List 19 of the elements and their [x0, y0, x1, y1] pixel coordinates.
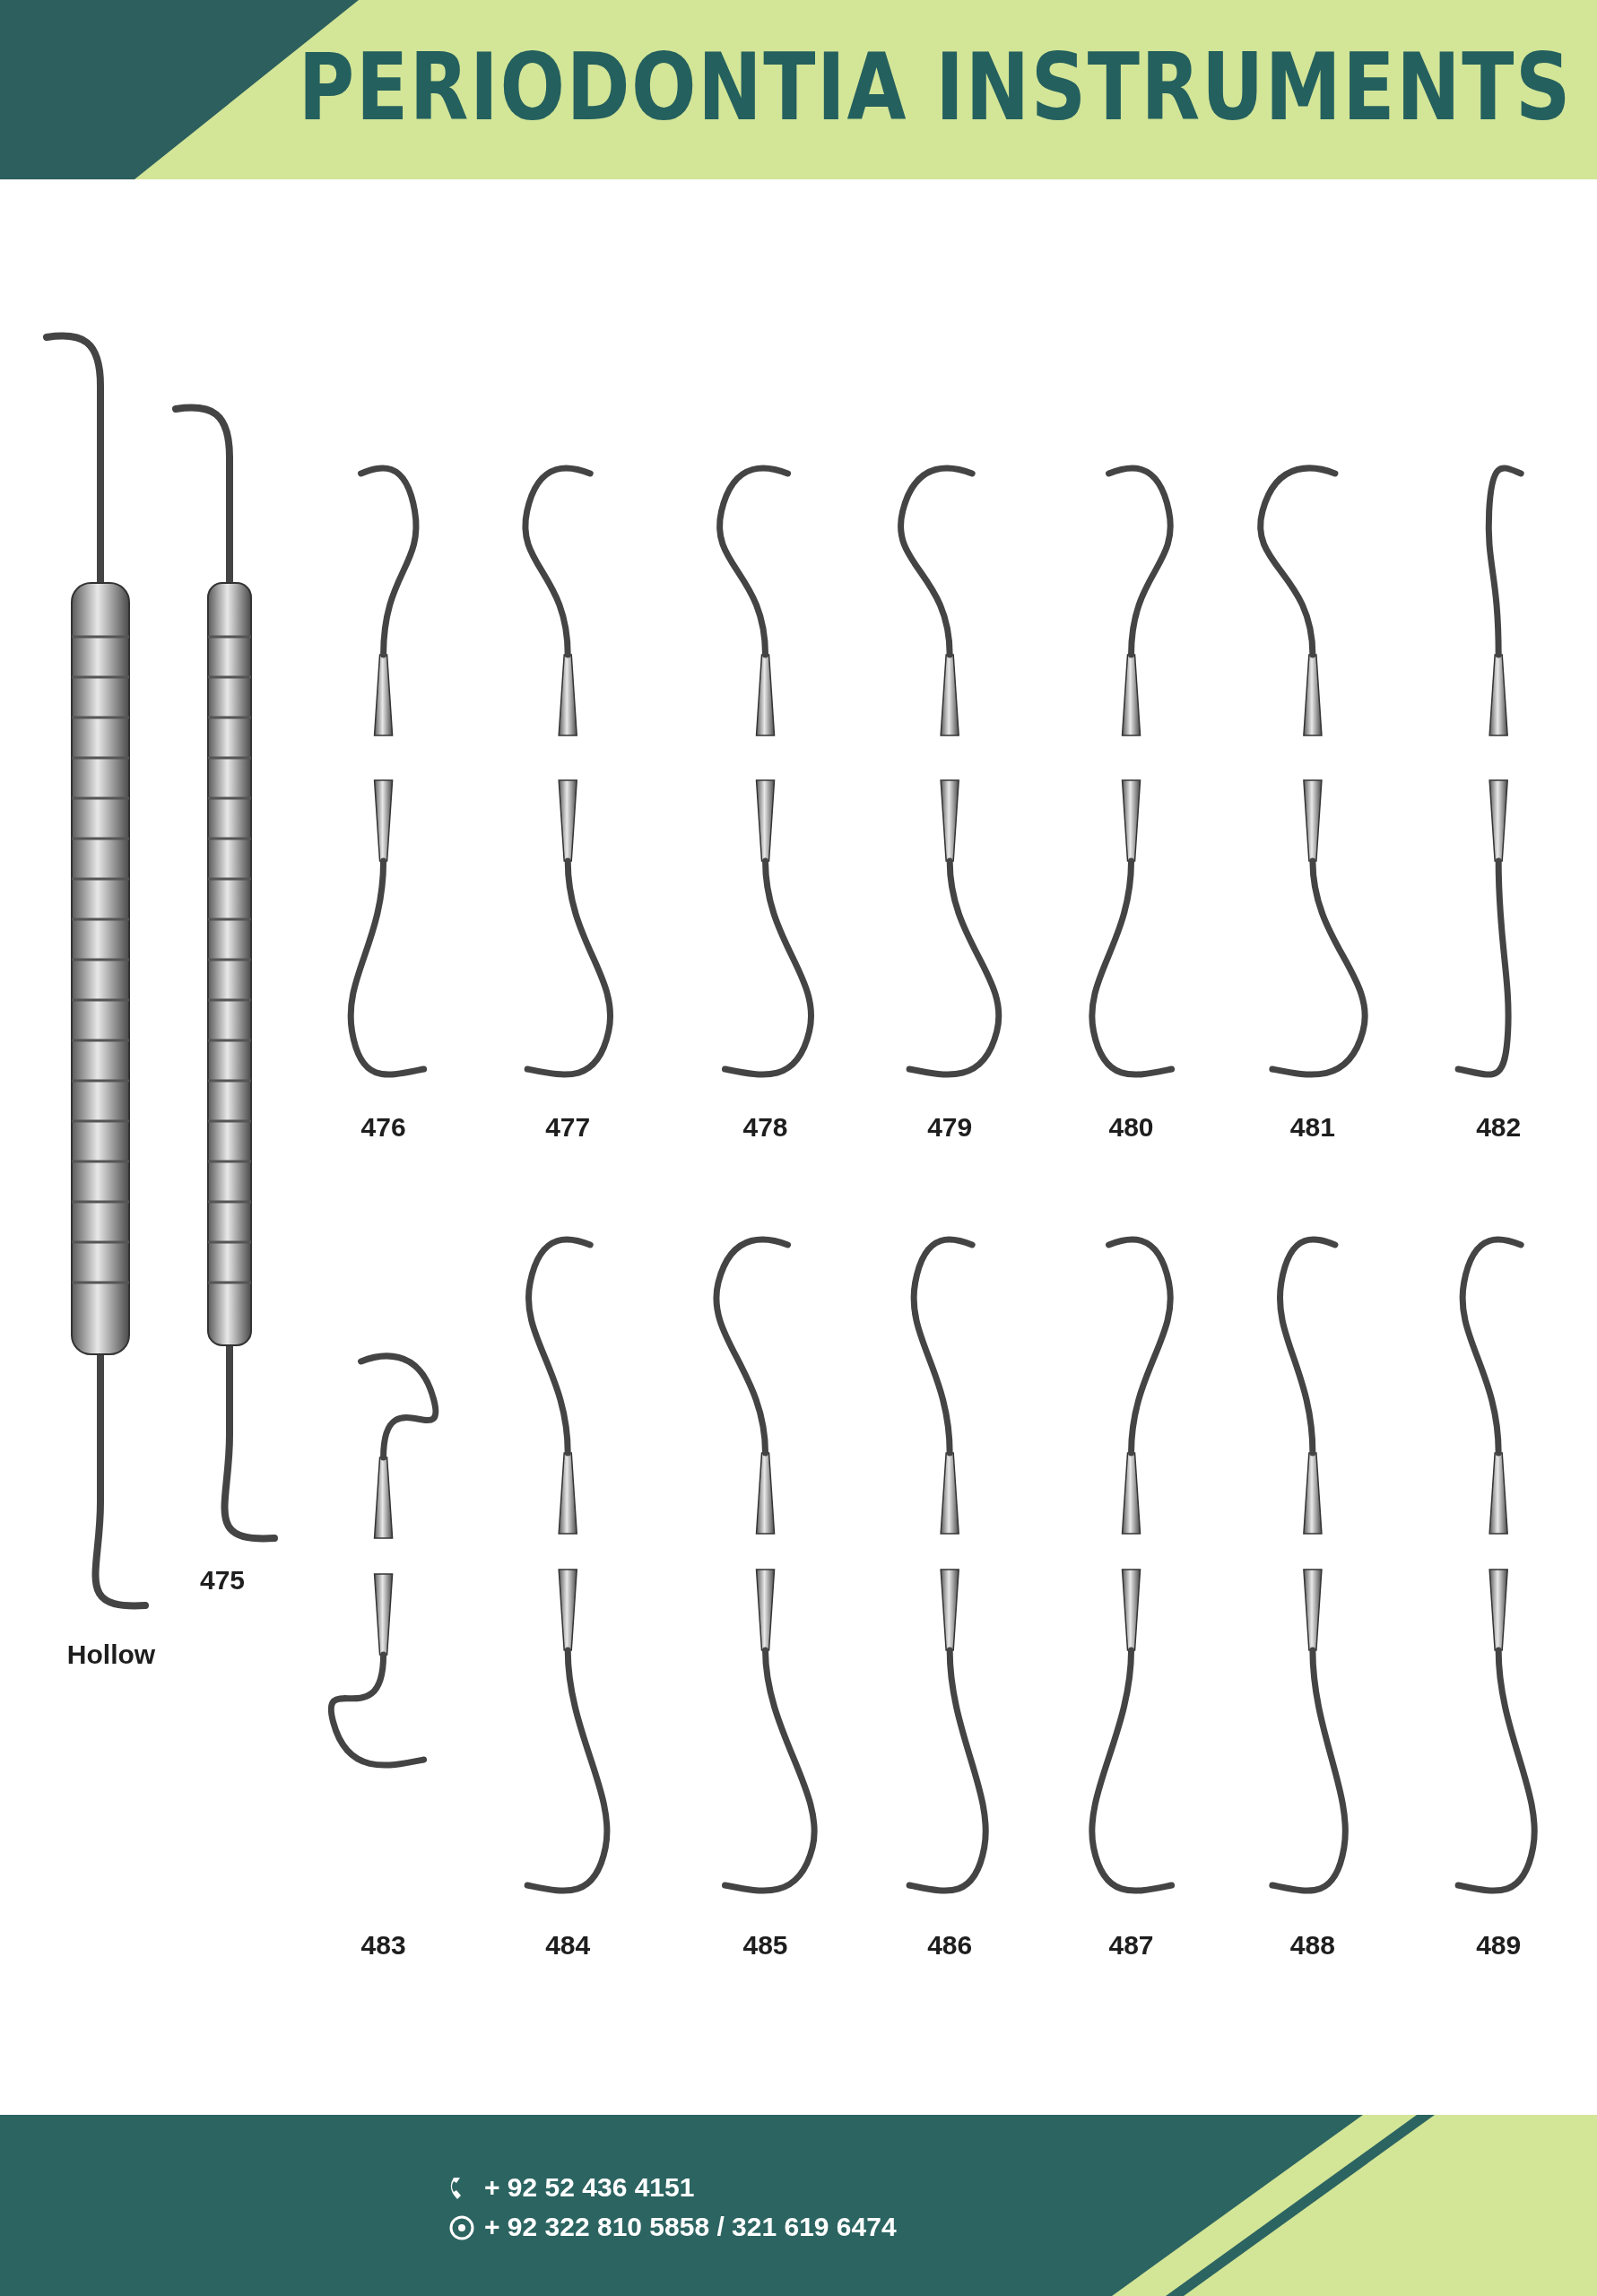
- item-code: 489: [1476, 1930, 1522, 1961]
- item-code: 482: [1476, 1112, 1522, 1143]
- page-title: PERIODONTIA INSTRUMENTS: [298, 32, 1572, 142]
- phone-number: + 92 322 810 5858 / 321 619 6474: [484, 2212, 897, 2242]
- item-code: Hollow: [66, 1639, 156, 1670]
- item-code: 487: [1108, 1930, 1154, 1961]
- item-code: 486: [927, 1930, 973, 1961]
- item-code: 475: [199, 1565, 246, 1596]
- item-code: 488: [1289, 1930, 1335, 1961]
- item-code: 485: [742, 1930, 788, 1961]
- item-code: 477: [545, 1112, 591, 1143]
- item-code: 476: [360, 1112, 406, 1143]
- item-code: 479: [927, 1112, 973, 1143]
- phone-number: + 92 52 436 4151: [484, 2172, 695, 2203]
- item-code: 484: [545, 1930, 591, 1961]
- item-code: 481: [1289, 1112, 1335, 1143]
- item-code: 478: [742, 1112, 788, 1143]
- item-code: 480: [1108, 1112, 1154, 1143]
- item-code: 483: [360, 1930, 406, 1961]
